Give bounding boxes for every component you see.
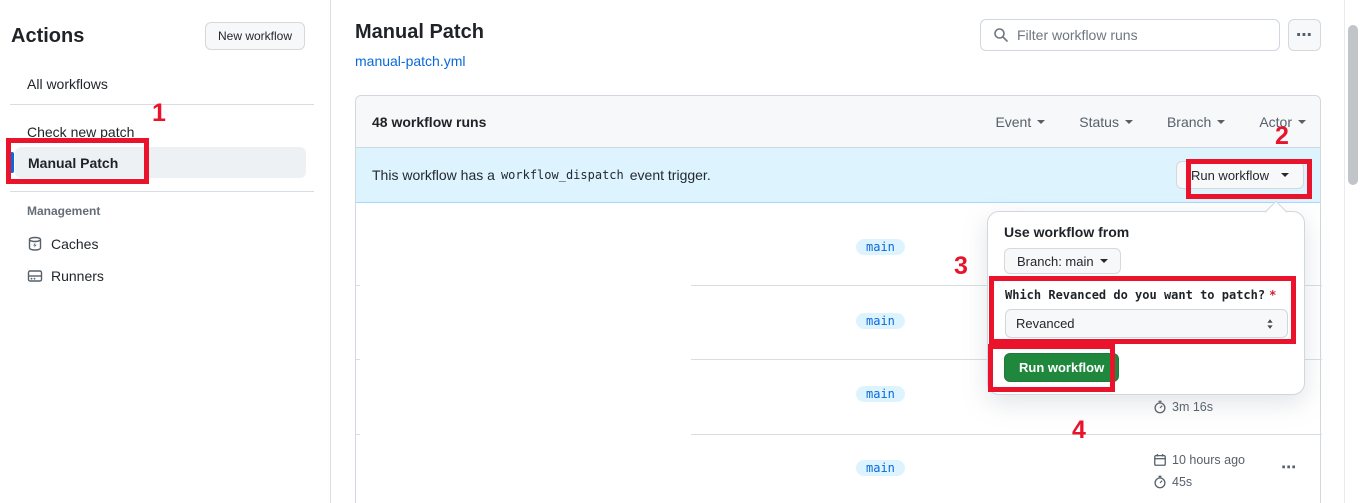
filter-actor[interactable]: Actor: [1259, 114, 1306, 130]
sidebar-item-caches[interactable]: Caches: [27, 236, 98, 252]
chevron-down-icon: [1298, 119, 1306, 128]
row-divider: [691, 434, 1322, 435]
branch-badge[interactable]: main: [856, 239, 905, 255]
sidebar-item-check-new-patch[interactable]: Check new patch: [27, 124, 135, 140]
branch-badge[interactable]: main: [856, 386, 905, 402]
runners-icon: [27, 270, 43, 282]
management-section-label: Management: [27, 204, 101, 218]
branch-badge[interactable]: main: [856, 460, 905, 476]
page-scrollbar-track[interactable]: [1344, 0, 1361, 503]
popup-heading: Use workflow from: [1004, 224, 1130, 240]
sidebar-divider: [10, 104, 314, 105]
filter-branch[interactable]: Branch: [1167, 114, 1226, 130]
run-kebab-menu-button[interactable]: ⋯: [1281, 459, 1297, 476]
runs-count: 48 workflow runs: [372, 113, 487, 130]
branch-badge[interactable]: main: [856, 313, 905, 329]
run-duration: 45s: [1153, 475, 1192, 489]
search-icon: [994, 28, 1008, 42]
branch-selector-button[interactable]: Branch: main: [1004, 248, 1121, 274]
workflow-dispatch-banner: This workflow has a workflow_dispatch ev…: [356, 148, 1320, 203]
search-input[interactable]: [1017, 27, 1267, 43]
actions-sidebar: Actions New workflow All workflows Check…: [0, 0, 331, 503]
sidebar-item-label: Runners: [51, 268, 104, 284]
new-workflow-button[interactable]: New workflow: [205, 22, 306, 50]
sidebar-item-manual-patch[interactable]: Manual Patch: [15, 147, 306, 178]
cache-icon: [28, 236, 42, 251]
filter-event[interactable]: Event: [995, 114, 1046, 130]
run-filters: Event Status Branch Actor: [995, 114, 1306, 130]
calendar-icon: [1154, 454, 1166, 466]
required-marker: *: [1269, 288, 1277, 302]
run-workflow-submit-button[interactable]: Run workflow: [1004, 353, 1120, 382]
row-divider: [356, 359, 360, 360]
page-scrollbar-thumb[interactable]: [1348, 25, 1358, 185]
chevron-down-icon: [1037, 119, 1046, 128]
row-divider: [356, 434, 360, 435]
chevron-down-icon: [1124, 119, 1133, 128]
page-title: Manual Patch: [355, 21, 484, 43]
table-header: 48 workflow runs Event Status Branch Act…: [356, 96, 1320, 148]
run-workflow-popup: Use workflow from Branch: main Which Rev…: [987, 200, 1305, 395]
sidebar-item-label: Caches: [51, 236, 99, 252]
banner-text: event trigger.: [629, 167, 711, 183]
sidebar-title: Actions: [11, 25, 85, 47]
run-started-time: 10 hours ago: [1153, 453, 1245, 467]
selected-item-indicator: [10, 152, 14, 173]
banner-code: workflow_dispatch: [500, 168, 624, 182]
stopwatch-icon: [1154, 400, 1166, 414]
row-divider: [356, 285, 360, 286]
chevron-down-icon: [1281, 173, 1289, 181]
up-down-arrows-icon: [1267, 318, 1273, 329]
page-kebab-menu-button[interactable]: ⋯: [1288, 19, 1321, 51]
chevron-down-icon: [1099, 259, 1108, 267]
workflow-file-link[interactable]: manual-patch.yml: [355, 53, 466, 69]
run-workflow-dropdown-button[interactable]: Run workflow: [1175, 161, 1304, 189]
sidebar-divider: [10, 191, 314, 192]
revanced-select[interactable]: Revanced: [1005, 309, 1288, 338]
filter-status[interactable]: Status: [1079, 114, 1133, 130]
stopwatch-icon: [1154, 475, 1166, 489]
sidebar-item-label: Manual Patch: [28, 154, 119, 171]
sidebar-item-all-workflows[interactable]: All workflows: [27, 76, 108, 92]
run-duration: 3m 16s: [1153, 400, 1213, 414]
chevron-down-icon: [1217, 119, 1226, 128]
workflow-input-label: Which Revanced do you want to patch?*: [1005, 288, 1277, 302]
sidebar-item-runners[interactable]: Runners: [27, 268, 104, 284]
banner-text: This workflow has a: [372, 167, 495, 183]
filter-runs-search[interactable]: [980, 19, 1280, 51]
